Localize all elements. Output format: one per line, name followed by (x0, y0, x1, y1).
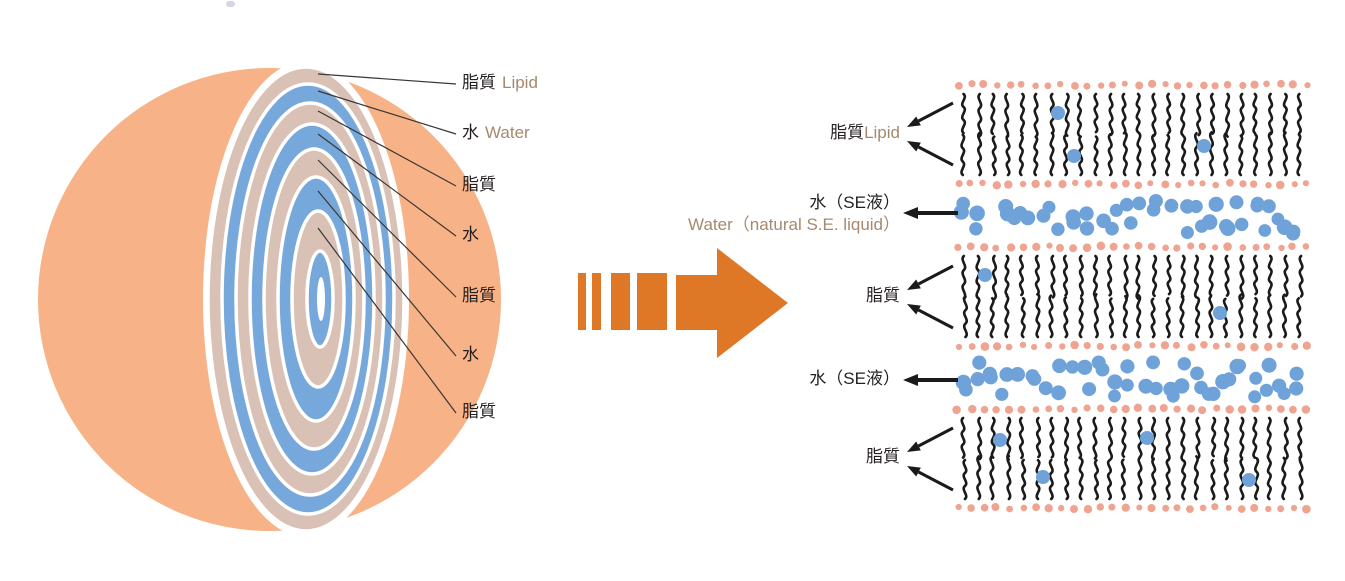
label-jp: 脂質 (462, 402, 496, 421)
label-en: Lipid (864, 123, 900, 142)
label-jp: 脂質 (830, 123, 865, 142)
label-jp: 脂質 (866, 286, 900, 305)
right-label-water-se-2: 水（SE液） (635, 368, 900, 390)
left-label-water-3: 水 (462, 344, 479, 366)
transform-arrow-icon (578, 248, 788, 358)
label-en: Lipid (502, 73, 538, 92)
label-jp: 脂質 (866, 447, 900, 466)
right-label-lipid-3: 脂質 (635, 446, 900, 468)
leader-lines (317, 73, 457, 414)
label-en: Water（natural S.E. liquid） (688, 215, 900, 234)
bilayer-structure (952, 79, 1312, 514)
pointer-arrows (903, 101, 958, 492)
left-label-lipid-outer: 脂質 Lipid (462, 72, 538, 94)
right-label-lipid-2: 脂質 (635, 285, 900, 307)
label-jp: 脂質 (462, 175, 496, 194)
left-label-lipid-2: 脂質 (462, 174, 496, 196)
label-jp: 水 (462, 345, 479, 364)
label-jp: 水 (462, 225, 479, 244)
right-label-lipid-1: 脂質Lipid (635, 122, 900, 144)
left-label-lipid-4: 脂質 (462, 401, 496, 423)
left-label-water-1: 水 Water (462, 122, 530, 144)
cropped-title-artifact (226, 1, 235, 7)
label-jp: 脂質 (462, 286, 496, 305)
label-jp: 水 (462, 123, 479, 142)
label-jp: 水（SE液） (809, 193, 900, 212)
label-jp: 水（SE液） (809, 369, 900, 388)
multilamellar-sphere (38, 61, 501, 537)
left-label-lipid-3: 脂質 (462, 285, 496, 307)
label-jp: 脂質 (462, 73, 496, 92)
label-en: Water (485, 123, 530, 142)
left-label-water-2: 水 (462, 224, 479, 246)
right-label-water-se-1: 水（SE液） Water（natural S.E. liquid） (635, 192, 900, 235)
